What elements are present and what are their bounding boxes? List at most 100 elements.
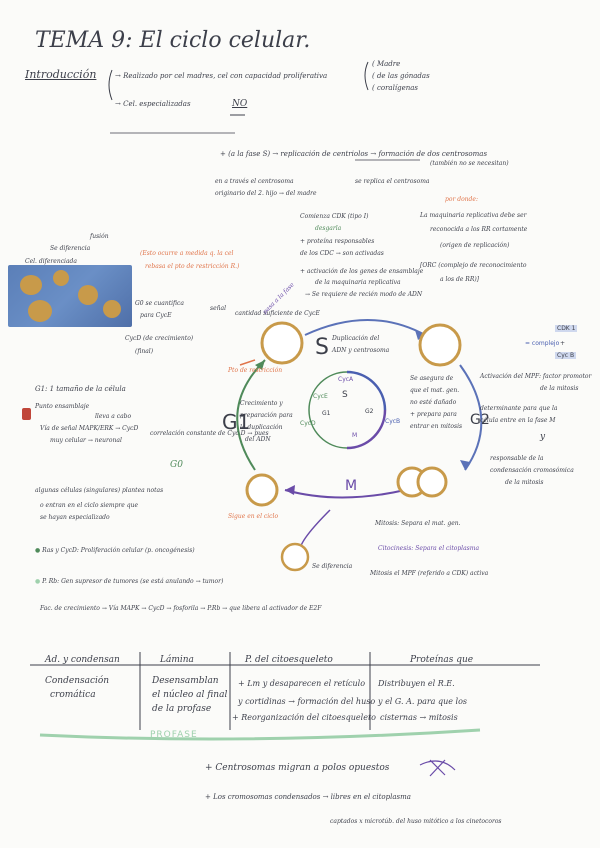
phase-s-label: S (315, 335, 329, 360)
table-footer-profase: PROFASE (150, 730, 198, 740)
g0-text-a: G0 se cuantifica (135, 300, 184, 307)
arrow-s-g2 (305, 320, 425, 335)
image-label-top: Se diferencia (50, 245, 90, 252)
g1-note-1: G1: 1 tamaño de la célula (35, 385, 126, 393)
orange-note-2: rebasa el pto de restricción R.) (145, 263, 239, 270)
table-c1-l2: cromática (50, 690, 96, 700)
table-c2-l1: Desensamblan (152, 676, 219, 686)
g0-text-d: cantidad suficiente de CycE (235, 310, 320, 317)
intro-branch1: ( Madre (372, 60, 400, 68)
table-c2-l2: el núcleo al final (152, 690, 227, 700)
intro-label: Introducción (25, 68, 96, 81)
continues-cycle-label: Sigue en el ciclo (228, 513, 278, 520)
table-c1-l1: Condensación (45, 676, 109, 686)
mitosis-note-3: Mitosis el MPF (referido a CDK) activa (370, 570, 488, 577)
phase-m-label: M (345, 478, 357, 494)
g1-note-4: lleva a cabo (95, 413, 131, 420)
mitosis-note-2: Citocinesis: Separa el citoplasma (378, 545, 479, 552)
bullet-prb-text: P. Rb: Gen supresor de tumores (se está … (42, 578, 223, 585)
cell-m-2 (418, 468, 446, 496)
g1-note-2: Punto ensamblaje (35, 403, 89, 410)
inner-g2: G2 (365, 408, 373, 415)
g0-note-3: se hayan especializado (40, 514, 110, 521)
inner-s: S (342, 390, 348, 400)
table-c4-l2: y el G. A. para que los (378, 697, 467, 706)
mpf-note-3: determinante para que la (480, 405, 557, 412)
g1-note-6: muy celular → neuronal (50, 437, 122, 444)
inner-m: M (352, 432, 357, 439)
cdk-note-1: Comienza CDK (tipo I) (300, 213, 368, 220)
cdk-note-6: de la maquinaria replicativa (315, 279, 401, 286)
cell-division-photo (8, 265, 132, 327)
intro-line1: → Realizado por cel madres, cel con capa… (115, 72, 327, 80)
cdk-box-cycb: Cyc B (555, 352, 576, 359)
mpf-note-2: de la mitosis (540, 385, 578, 392)
mpf-note-8: de la mitosis (505, 479, 543, 486)
inner-cycd: CycD (300, 420, 316, 427)
bullet-growth: Fac. de crecimiento → Vía MAPK → CycD → … (40, 605, 321, 612)
mpf-note-1: Activación del MPF: factor promotor (480, 373, 591, 380)
phase-g2-desc-3: no esté dañado (410, 399, 456, 406)
cell-blob (53, 270, 69, 286)
inner-cyce: CycE (313, 393, 328, 400)
mpf-note-7: condensación cromosómica (490, 467, 574, 474)
table-header-2: Lámina (160, 655, 194, 665)
cdk-box-cdk: CDK 1 (555, 325, 577, 332)
cell-s (262, 323, 302, 363)
image-label-top2: fusión (90, 233, 109, 240)
duplication-sub: (también no se necesitan) (430, 160, 509, 167)
cell-g2 (420, 325, 460, 365)
bullet-prb: ● P. Rb: Gen supresor de tumores (se est… (35, 578, 223, 585)
cell-differentiated (282, 544, 308, 570)
inner-g1: G1 (322, 410, 330, 417)
cdk-note-3: + proteína responsables (300, 238, 374, 245)
right-notes-3: (origen de replicación) (440, 242, 509, 249)
right-notes-2: reconocida a los RR cortamente (430, 226, 527, 233)
cell-blob (20, 275, 42, 295)
mpf-note-4: célula entre en la fase M (480, 417, 555, 424)
cdk-box-complex: = complejo (525, 340, 559, 347)
restriction-point-label: Pto de restricción (228, 367, 282, 374)
inner-cycb: CycB (385, 418, 400, 425)
table-c4-l3: cisternas → mitosis (380, 713, 458, 722)
phase-s-desc-1: Duplicación del (332, 335, 379, 342)
g0-text-b: para CycE (140, 312, 172, 319)
table-c3-l3: + Reorganización del citoesqueleto (232, 713, 376, 722)
inner-cyca: CycA (338, 376, 353, 383)
right-notes-title: por donde: (445, 196, 478, 203)
bottom-line-3: captados x microtúb. del huso mitótico a… (330, 818, 502, 825)
table-header-4: Proteínas que (410, 655, 473, 665)
phase-g0-label: G0 (170, 460, 183, 470)
table-header-3: P. del citoesqueleto (245, 655, 333, 665)
differentiates-label: Se diferencia (312, 563, 352, 570)
intro-line2: → Cel. especializadas (115, 100, 191, 108)
right-notes-5: a los de RR)] (440, 276, 479, 283)
cdk-note-2: desgarla (315, 225, 341, 232)
phase-g1-desc-4: del ADN (245, 436, 271, 443)
orange-note-1: (Esto ocurre a medida q. la cel (140, 250, 233, 257)
intro-branch2: ( de las gónadas (372, 72, 430, 80)
phase-g2-desc-4: + prepara para (410, 411, 457, 418)
phase-g2-desc-2: que el mat. gen. (410, 387, 459, 394)
g0-text-g: (final) (135, 348, 153, 355)
table-c3-l1: + Lm y desaparecen el retículo (238, 679, 365, 688)
cdk-note-7: → Se requiere de recién modo de ADN (305, 291, 422, 298)
phase-g1-desc-2: preparación para (240, 412, 293, 419)
intro-line2-value: NO (232, 99, 247, 109)
g0-note-1: algunas células (singulares) plantea not… (35, 487, 163, 494)
cell-g1 (247, 475, 277, 505)
duplication-right: se replica el centrosoma (355, 178, 429, 185)
cdk-note-5: + activación de los genes de ensamblaje (300, 268, 423, 275)
phase-g2-desc-1: Se asegura de (410, 375, 453, 382)
right-notes-1: La maquinaria replicativa debe ser (420, 212, 527, 219)
g1-note-3: Vía de señal MAPK/ERK → CycD (40, 425, 138, 432)
bottom-line-1: + Centrosomas migran a polos opuestos (205, 763, 389, 773)
phase-g2-desc-5: entrar en mitosis (410, 423, 462, 430)
duplication-left2: originario del 2. hijo → del madre (215, 190, 317, 197)
page-title: TEMA 9: El ciclo celular. (35, 28, 310, 53)
table-header-1: Ad. y condensan (45, 655, 120, 665)
cdk-note-4: de los CDC → son activadas (300, 250, 384, 257)
table-c2-l3: de la profase (152, 704, 211, 714)
duplication-text: + (a la fase S) → replicación de centrio… (220, 150, 487, 158)
right-notes-4: [ORC (complejo de reconocimiento (420, 262, 526, 269)
